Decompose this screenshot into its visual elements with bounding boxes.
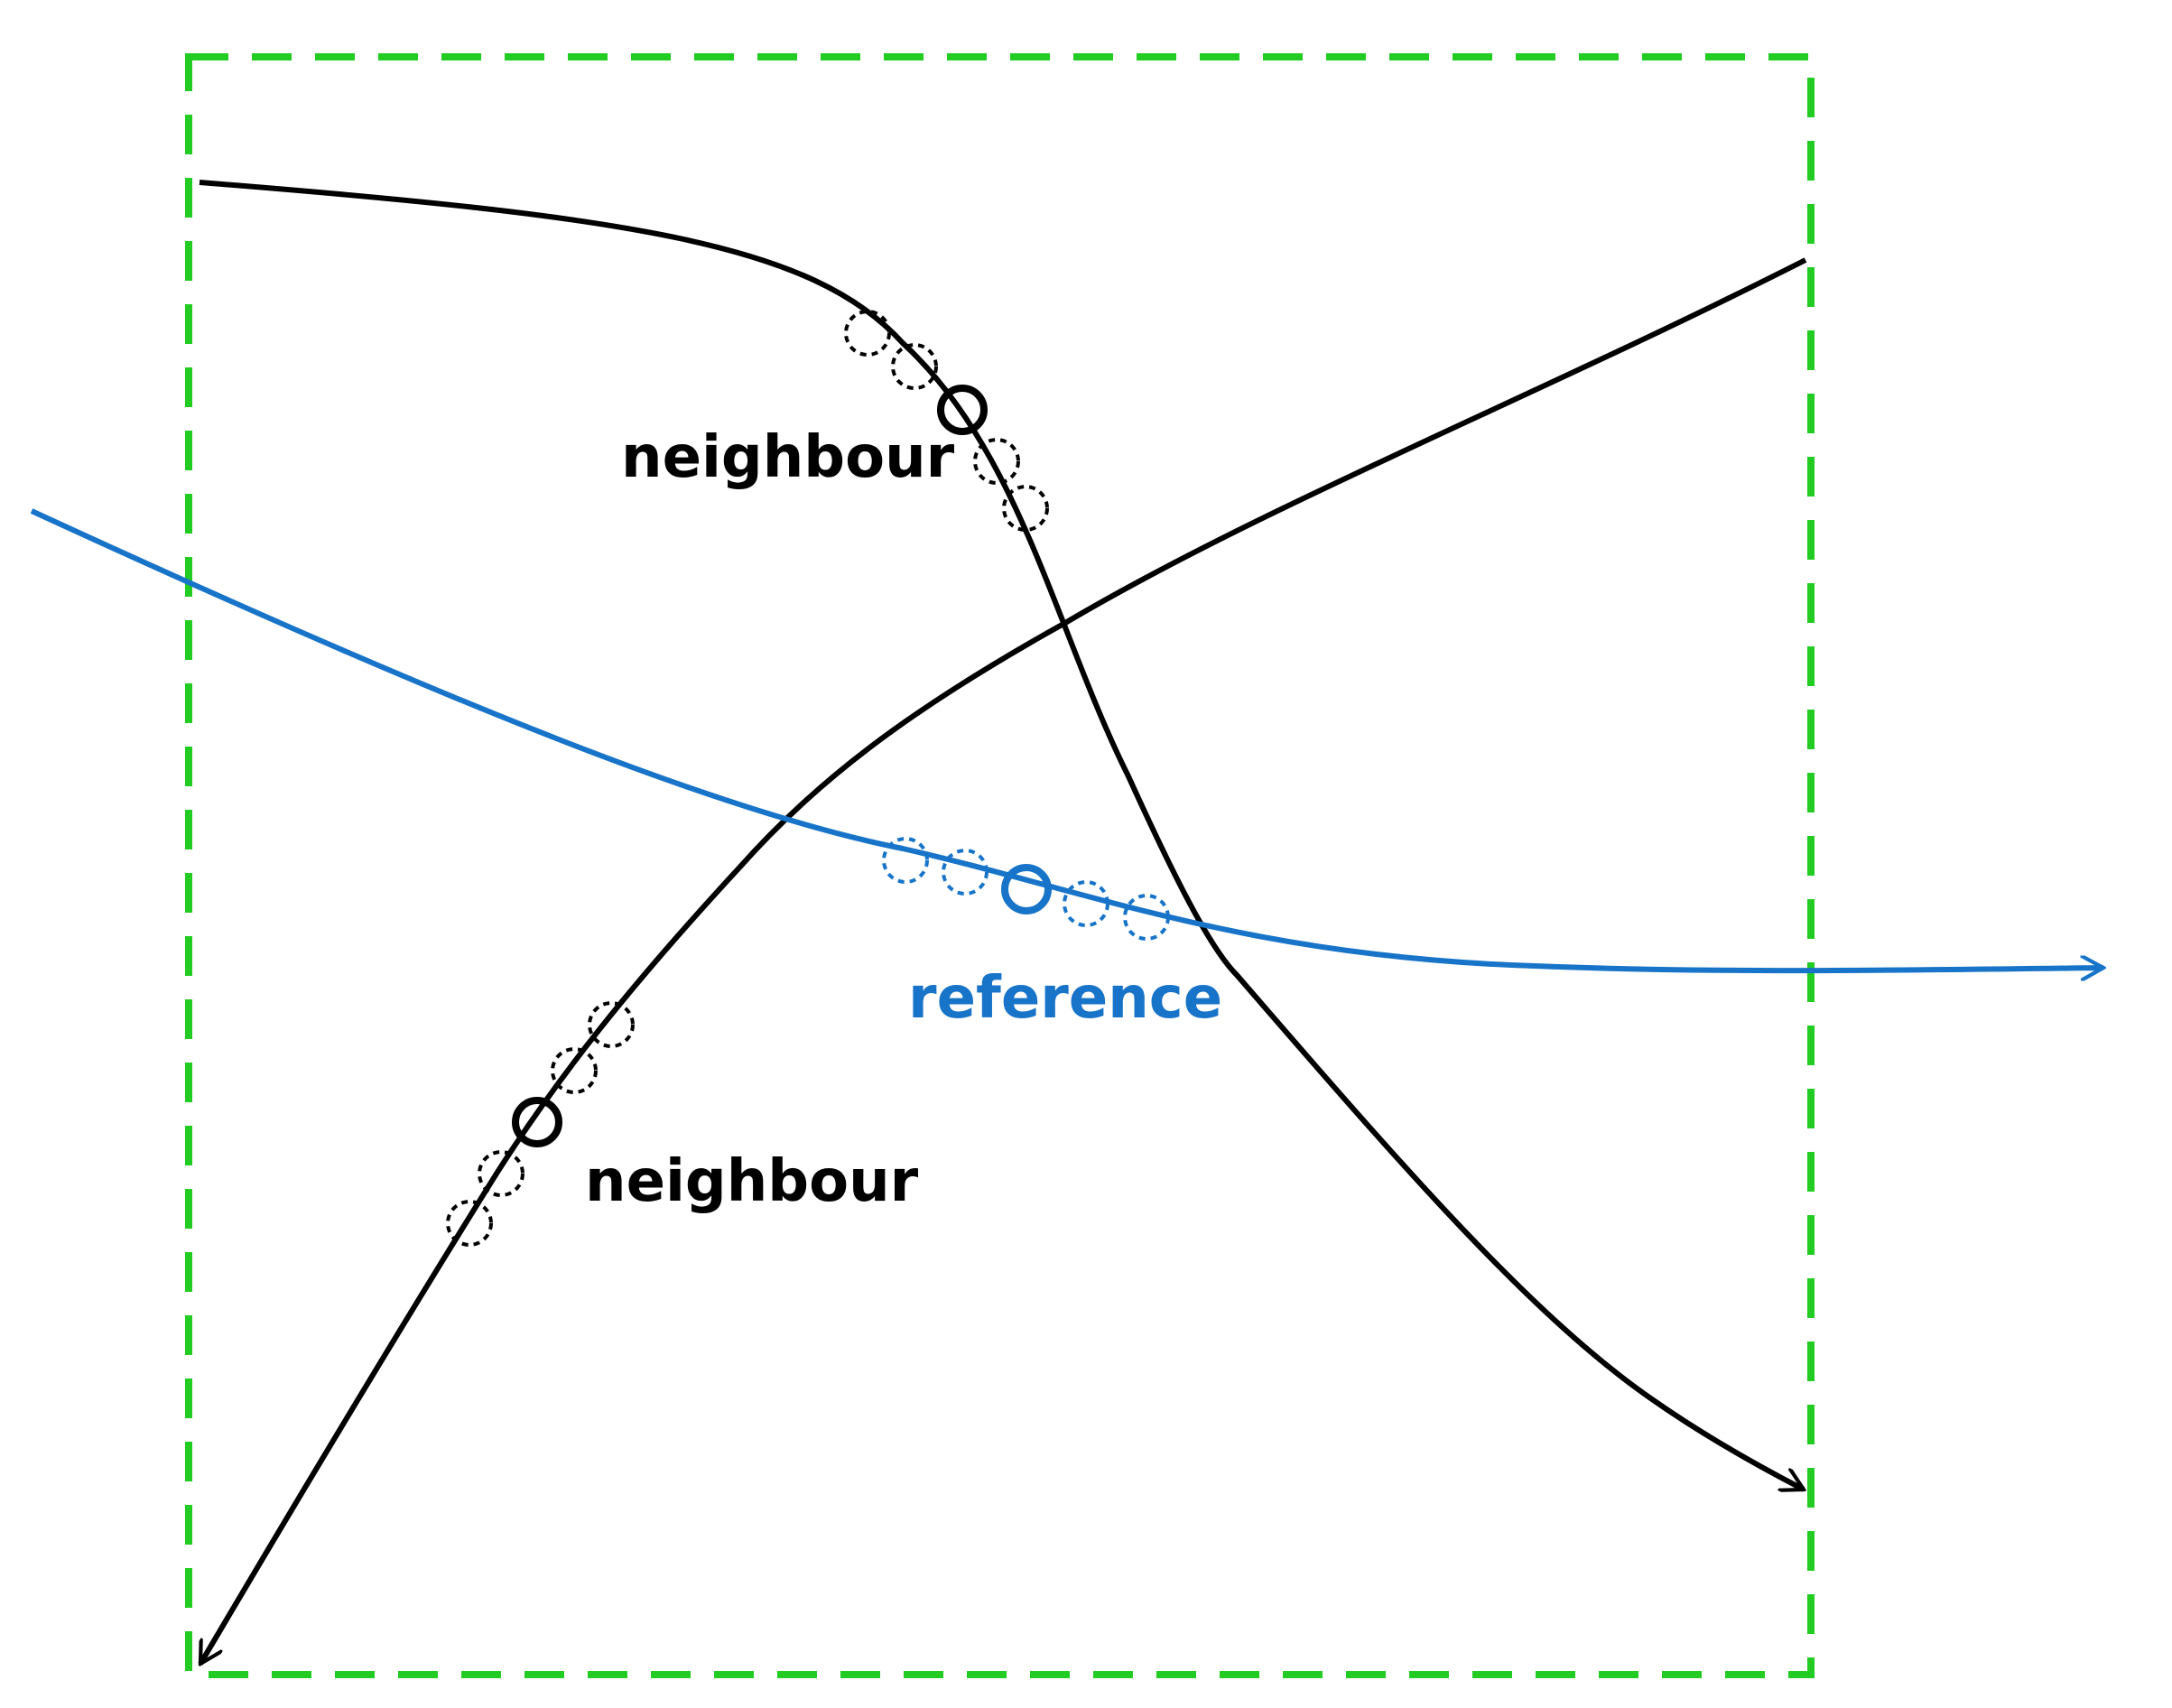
reference-label: reference xyxy=(908,965,1222,1032)
neighbour-bottom-samples xyxy=(446,1001,635,1247)
sample-circle xyxy=(882,837,929,884)
sample-circle xyxy=(1123,894,1170,941)
sample-circle xyxy=(551,1047,598,1094)
reference-samples xyxy=(882,837,1170,941)
sample-circle xyxy=(891,343,938,390)
neighbour-label-top: neighbour xyxy=(621,424,955,491)
neighbour-label-bottom: neighbour xyxy=(585,1148,919,1215)
sample-circle xyxy=(1063,880,1109,927)
neighbour-point-top xyxy=(937,385,988,435)
neighbour-trajectory-top xyxy=(199,180,1804,1490)
neighbour-point-bottom xyxy=(512,1097,562,1147)
region-frame xyxy=(185,53,1815,1678)
neighbour-trajectory-bottom xyxy=(198,257,1807,1664)
sample-circle xyxy=(478,1150,524,1197)
reference-trajectory xyxy=(30,508,2103,970)
sample-circle xyxy=(588,1001,635,1048)
sample-circle xyxy=(844,310,891,357)
sample-circle xyxy=(973,438,1020,485)
reference-point xyxy=(1001,864,1052,914)
sample-circle xyxy=(446,1200,493,1247)
neighbour-top-samples xyxy=(844,310,1049,532)
sample-circle xyxy=(1002,485,1049,532)
sample-circle xyxy=(942,849,989,896)
